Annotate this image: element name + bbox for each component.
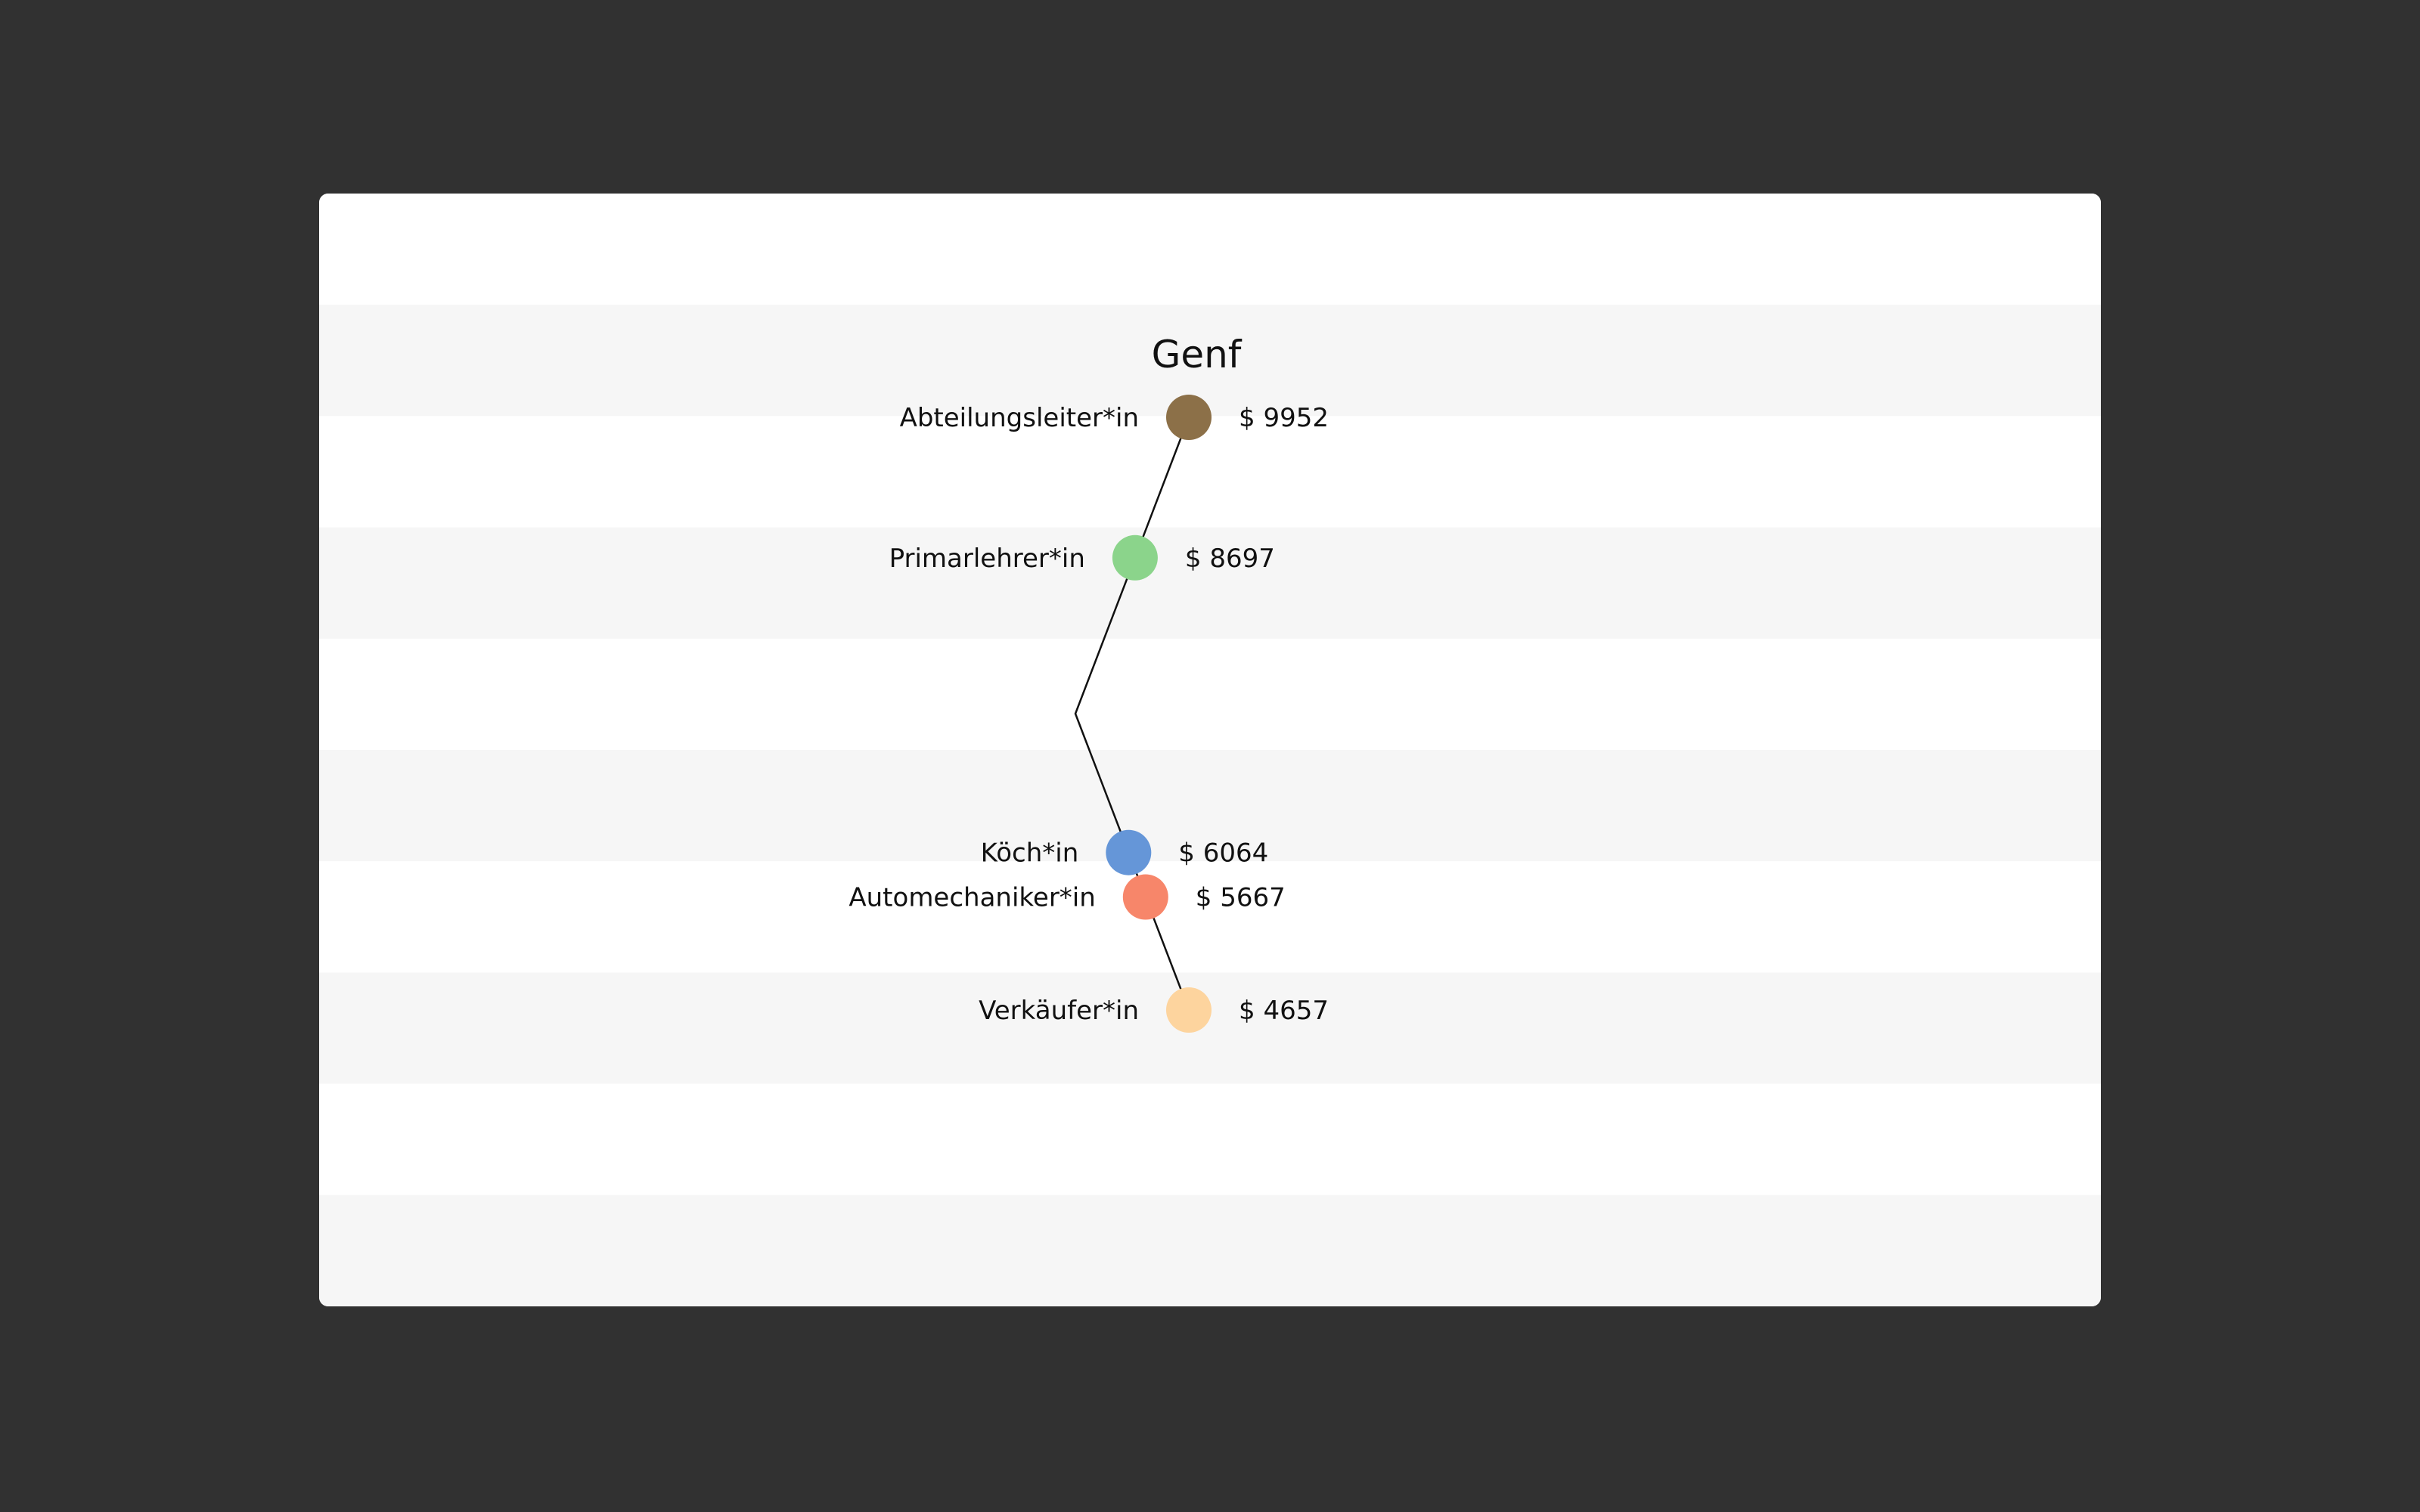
- background-band: [319, 972, 2101, 1084]
- background-band: [319, 527, 2101, 639]
- job-label: Automechaniker*in: [849, 883, 1095, 913]
- data-point: [1166, 395, 1212, 440]
- job-label: Köch*in: [981, 838, 1079, 869]
- job-label: Verkäufer*in: [979, 996, 1139, 1026]
- background-band: [319, 750, 2101, 862]
- value-label: $ 8697: [1185, 544, 1275, 574]
- value-label: $ 9952: [1239, 403, 1329, 433]
- background-band: [319, 305, 2101, 417]
- background-band: [319, 416, 2101, 528]
- data-point: [1166, 987, 1212, 1033]
- chart: Genf Abteilungsleiter*in $ 9952Primarlehr…: [319, 194, 2101, 1306]
- data-point: [1112, 534, 1158, 581]
- data-point: [1106, 829, 1152, 875]
- background-band: [319, 194, 2101, 305]
- value-label: $ 6064: [1178, 838, 1268, 869]
- job-label: Abteilungsleiter*in: [900, 403, 1139, 433]
- job-label: Primarlehrer*in: [889, 544, 1085, 574]
- background-band: [319, 1083, 2101, 1195]
- background-band: [319, 861, 2101, 973]
- background-band: [319, 638, 2101, 750]
- data-point: [1122, 874, 1168, 920]
- background-bands: [319, 194, 2101, 1306]
- data-marks: Abteilungsleiter*in $ 9952Primarlehrer*in…: [849, 395, 1329, 1033]
- background-band: [319, 1194, 2101, 1306]
- value-label: $ 5667: [1196, 883, 1286, 913]
- chart-title: Genf: [1152, 333, 1243, 376]
- value-label: $ 4657: [1239, 996, 1329, 1026]
